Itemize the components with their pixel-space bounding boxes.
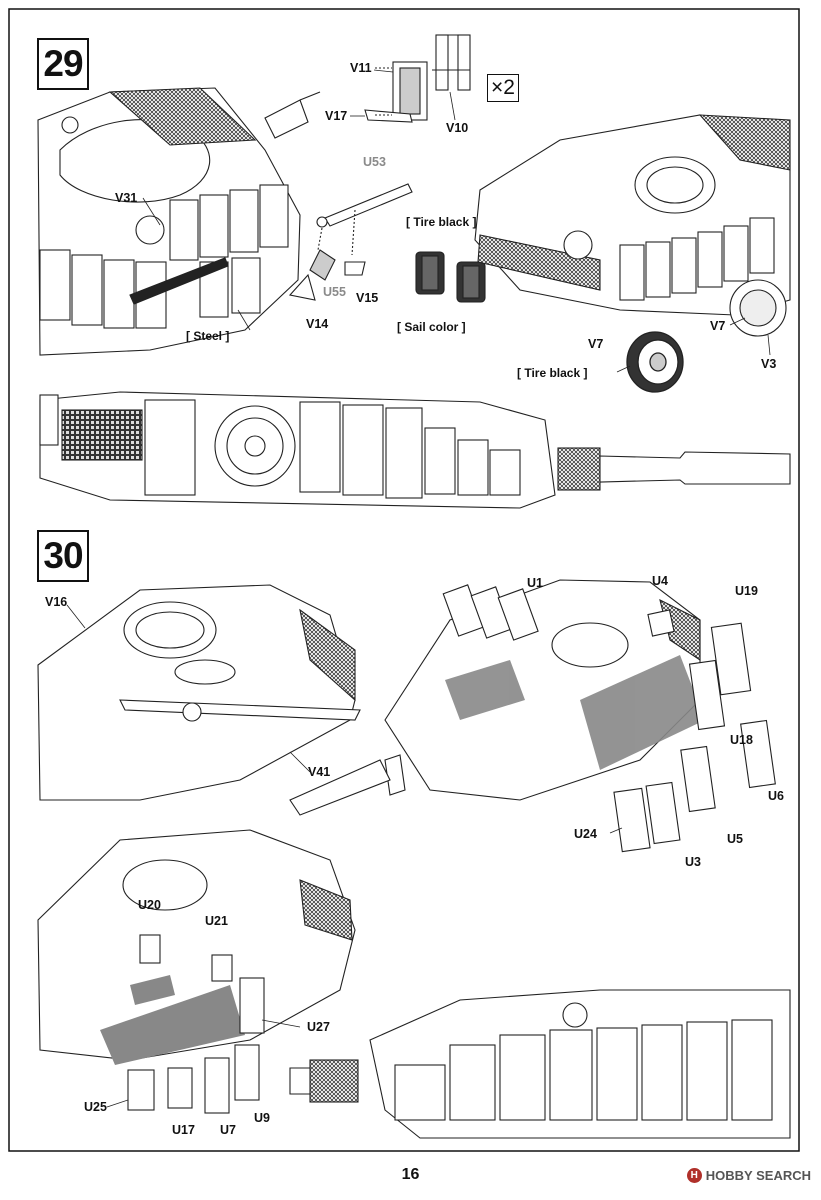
- parts-u53-u55-v14-v15: [288, 183, 413, 301]
- step-29-number: 29: [37, 38, 89, 90]
- label-u27: U27: [307, 1020, 330, 1034]
- label-u53: U53: [363, 155, 386, 169]
- label-v41: V41: [308, 765, 331, 779]
- label-u3: U3: [685, 855, 701, 869]
- label-v15: V15: [356, 291, 379, 305]
- label-v16: V16: [45, 595, 68, 609]
- label-u18: U18: [730, 733, 753, 747]
- label-u21: U21: [205, 914, 228, 928]
- label-v7-b: V7: [588, 337, 604, 351]
- label-v31: V31: [115, 191, 138, 205]
- tank-side-view-30: [289, 989, 791, 1139]
- label-v10: V10: [446, 121, 469, 135]
- turret-view-30-right: [289, 579, 776, 853]
- label-v3: V3: [761, 357, 777, 371]
- watermark: H HOBBY SEARCH: [686, 1168, 811, 1183]
- tire-bag-parts: [415, 251, 486, 303]
- label-u20: U20: [138, 898, 161, 912]
- label-u19: U19: [735, 584, 758, 598]
- label-sail-color: [ Sail color ]: [397, 320, 466, 334]
- parts-v10-v11-v17: [364, 34, 471, 123]
- label-steel: [ Steel ]: [186, 329, 230, 343]
- tank-side-view: [39, 391, 791, 509]
- label-u1: U1: [527, 576, 543, 590]
- label-tire-black-1: [ Tire black ]: [406, 215, 477, 229]
- label-v11: V11: [350, 61, 372, 75]
- page-border: [8, 8, 800, 1152]
- label-u9: U9: [254, 1111, 270, 1125]
- step-30-number: 30: [37, 530, 89, 582]
- road-wheel-v7: [626, 331, 684, 393]
- label-u55: U55: [323, 285, 346, 299]
- leader-lines: [66, 69, 771, 1108]
- label-v17: V17: [325, 109, 348, 123]
- turret-view-top-right: [474, 114, 791, 337]
- label-u17: U17: [172, 1123, 195, 1137]
- turret-view-30-bottom: [37, 829, 356, 1114]
- label-u5: U5: [727, 832, 743, 846]
- label-u6: U6: [768, 789, 784, 803]
- label-u25: U25: [84, 1100, 107, 1114]
- label-tire-black-2: [ Tire black ]: [517, 366, 588, 380]
- label-u7: U7: [220, 1123, 236, 1137]
- label-v14: V14: [306, 317, 329, 331]
- hobby-search-logo-icon: H: [686, 1168, 702, 1183]
- turret-view-30-left: [37, 584, 361, 801]
- page-number: 16: [401, 1166, 420, 1183]
- label-u4: U4: [652, 574, 668, 588]
- label-v7-a: V7: [710, 319, 726, 333]
- watermark-text: HOBBY SEARCH: [705, 1168, 811, 1183]
- multiplier-x2: ×2: [487, 74, 519, 102]
- turret-view-top-left: [37, 87, 321, 356]
- label-u24: U24: [574, 827, 597, 841]
